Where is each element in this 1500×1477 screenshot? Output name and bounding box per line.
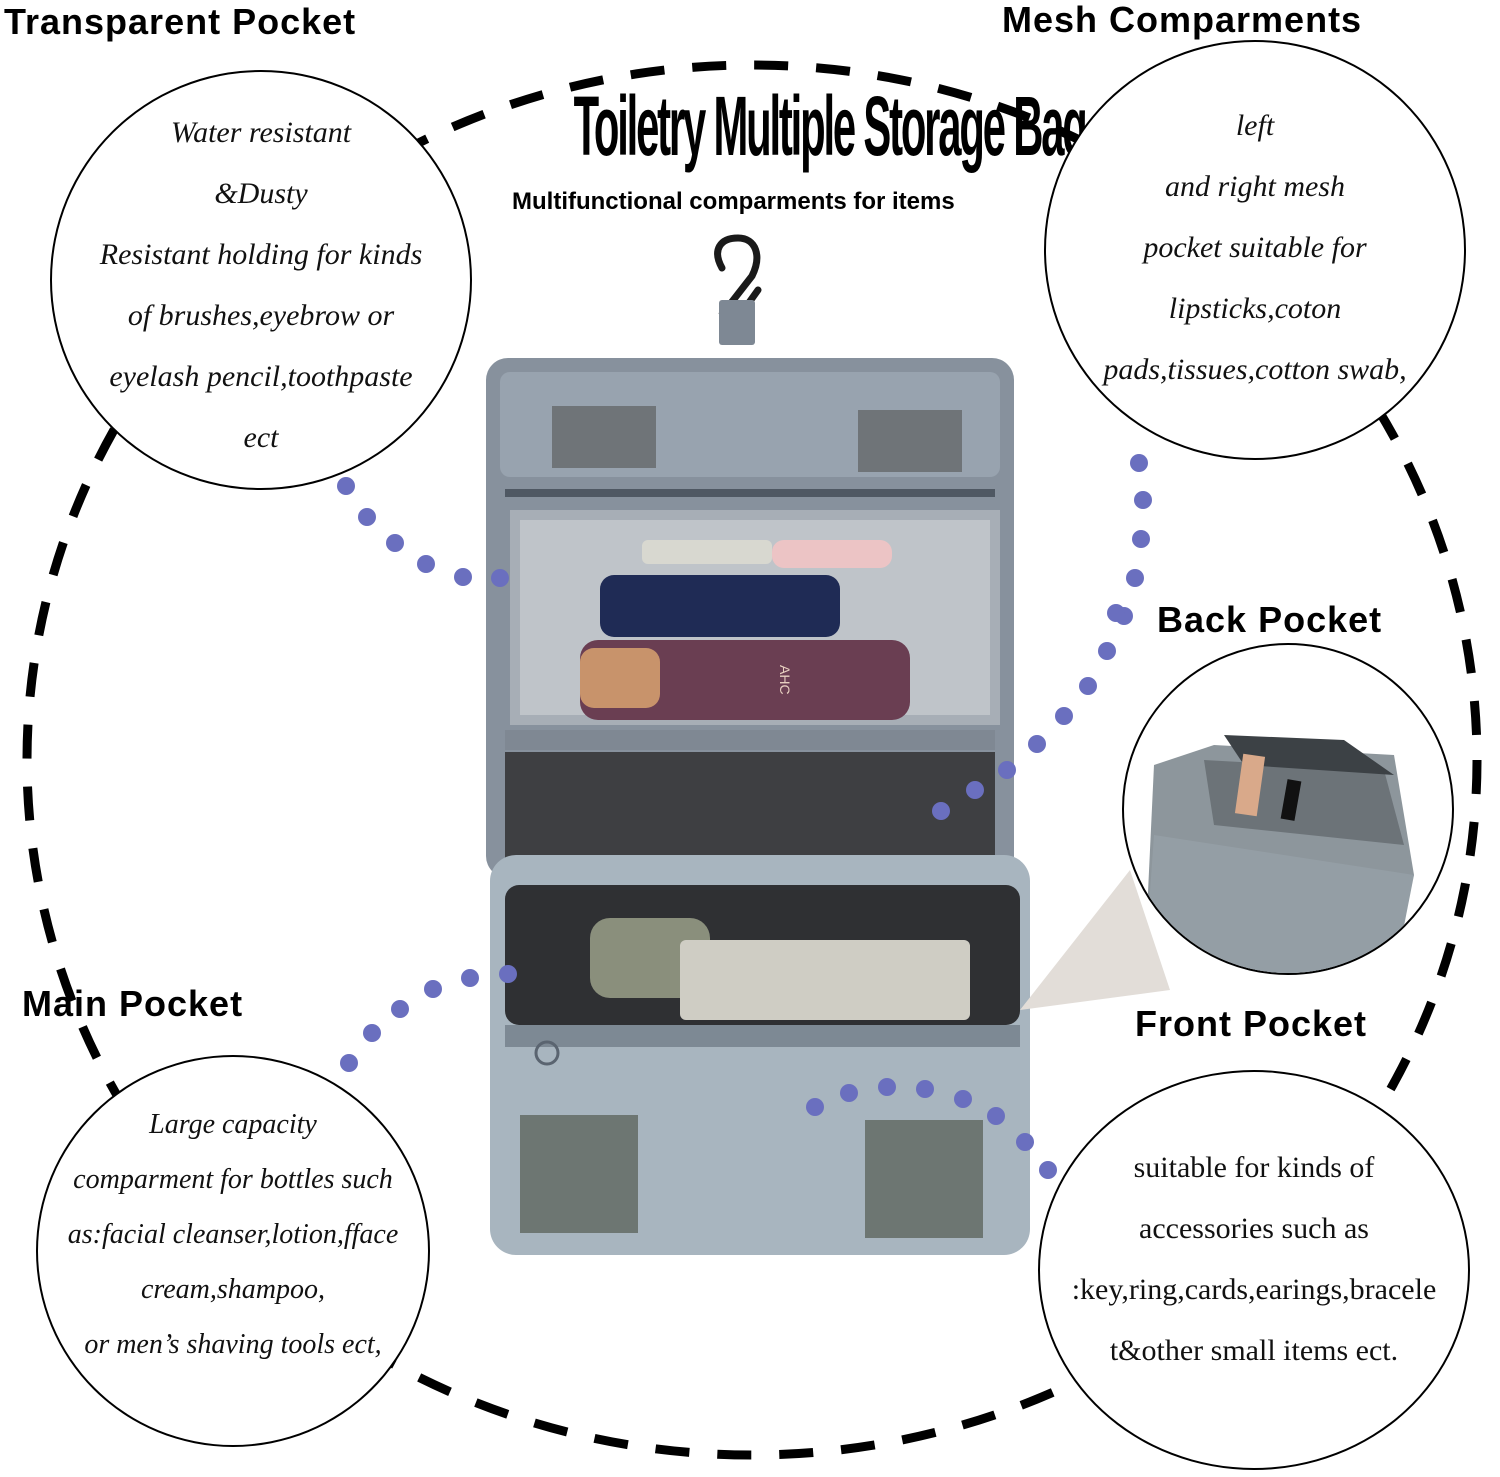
callout-line: Resistant holding for kinds — [99, 238, 423, 271]
callout-line: pocket suitable for — [1143, 230, 1367, 264]
main-pocket-callout: Large capacity comparment for bottles su… — [36, 1055, 430, 1447]
callout-line: as:facial cleanser,lotion,fface — [67, 1218, 399, 1250]
callout-line: left — [1235, 108, 1275, 142]
bag-front-pocket — [490, 855, 1030, 1255]
front-pocket-callout: suitable for kinds of accessories such a… — [1038, 1070, 1470, 1470]
label-mesh-compartments: Mesh Comparments — [1002, 0, 1363, 40]
label-back-pocket: Back Pocket — [1157, 599, 1383, 640]
callout-line: lipsticks,coton — [1168, 291, 1342, 325]
page-title: Toiletry Multiple Storage Bag — [573, 79, 1088, 174]
callout-line: comparment for bottles such — [73, 1163, 393, 1195]
hanger-hook-icon — [714, 234, 762, 345]
callout-line: cream,shampoo, — [140, 1273, 326, 1305]
callout-line: and right mesh — [1164, 169, 1345, 203]
callout-line: Large capacity — [149, 1108, 317, 1140]
back-pocket-photo — [1144, 735, 1414, 973]
label-transparent-pocket: Transparent Pocket — [4, 1, 357, 42]
page-subtitle: Multifunctional comparments for items — [512, 188, 955, 215]
transparent-pocket-callout: Water resistant &Dusty Resistant holding… — [50, 70, 472, 490]
label-main-pocket: Main Pocket — [22, 983, 244, 1024]
back-pocket-image-callout — [1122, 643, 1454, 975]
connector-dots — [337, 454, 1152, 1179]
callout-line: accessories such as — [1139, 1212, 1369, 1245]
callout-line: :key,ring,cards,earings,bracele — [1071, 1273, 1437, 1306]
callout-line: of brushes,eyebrow or — [127, 299, 395, 332]
tube-brand-text: AHC — [777, 665, 793, 695]
dashed-ring — [22, 60, 1482, 1460]
callout-line: suitable for kinds of — [1133, 1151, 1375, 1184]
callout-line: ect — [243, 421, 279, 454]
callout-line: &Dusty — [214, 177, 308, 210]
callout-line: or men’s shaving tools ect, — [84, 1328, 382, 1360]
back-pocket-inset-shadow — [1020, 870, 1170, 1010]
callout-line: eyelash pencil,toothpaste — [109, 360, 413, 393]
mesh-compartments-callout: left and right mesh pocket suitable for … — [1044, 40, 1466, 460]
label-front-pocket: Front Pocket — [1135, 1003, 1368, 1044]
callout-line: t&other small items ect. — [1109, 1334, 1399, 1367]
callout-line: pads,tissues,cotton swab, — [1103, 352, 1407, 386]
bag-illustration: AHC — [486, 358, 1014, 878]
callout-line: Water resistant — [170, 116, 352, 149]
